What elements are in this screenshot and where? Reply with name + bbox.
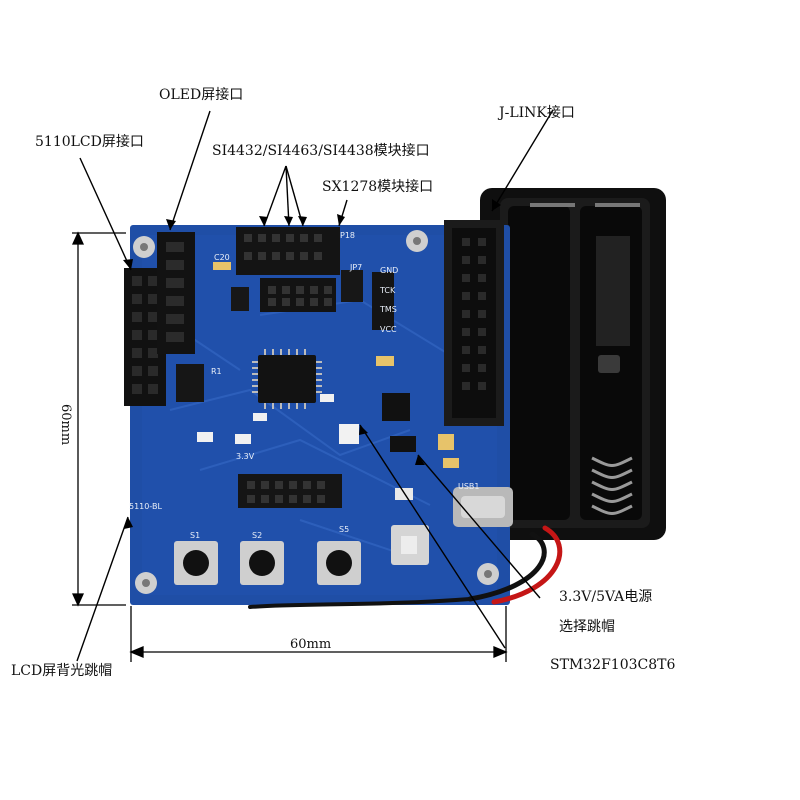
oled-header	[157, 232, 195, 354]
lcd5110-label: 5110LCD屏接口	[35, 134, 144, 150]
mcu-chip	[252, 349, 322, 409]
small-components	[176, 262, 459, 500]
silk-usb: USB1	[458, 482, 480, 491]
annotation-arrowheads	[123, 199, 501, 529]
silk-p18: P18	[340, 231, 355, 240]
silk-tms: TMS	[379, 305, 397, 314]
si-module-header	[236, 227, 340, 275]
jlink-label: J-LINK接口	[499, 105, 575, 121]
tactile-buttons	[174, 541, 361, 585]
dimension-lines	[71, 231, 508, 662]
width-dimension-label: 60mm	[290, 637, 332, 652]
silk-r1: R1	[211, 367, 222, 376]
power-jumper-label-line1: 3.3V/5VA电源	[559, 589, 653, 605]
silk-5110: 5110-BL	[129, 502, 162, 511]
battery-holder	[480, 188, 666, 540]
si-module-label: SI4432/SI4463/SI4438模块接口	[212, 143, 430, 159]
silkscreen: GND TCK TMS VCC 5110-BL S1 S2 S5 USB1 3.…	[129, 231, 480, 540]
jlink-header	[444, 220, 504, 426]
power-jumper-label-line2: 选择跳帽	[559, 619, 615, 635]
silk-gnd: GND	[380, 266, 398, 275]
oled-label: OLED屏接口	[159, 87, 244, 103]
switch-usb	[391, 487, 513, 565]
annotation-lines	[76, 109, 554, 662]
backlight-jumper-label: LCD屏背光跳帽	[11, 663, 113, 679]
gpio-header	[238, 474, 342, 508]
silk-c20: C20	[214, 253, 230, 262]
silk-s1: S1	[190, 531, 200, 540]
silk-vcc: VCC	[380, 325, 397, 334]
silk-s2: S2	[252, 531, 262, 540]
sx1278-label: SX1278模块接口	[322, 179, 434, 195]
sx1278-header	[260, 270, 363, 312]
battery-wires	[248, 525, 563, 609]
silk-s5: S5	[339, 525, 349, 534]
silk-tck: TCK	[379, 286, 396, 295]
silk-jp7: JP7	[349, 263, 362, 272]
mcu-label: STM32F103C8T6	[550, 657, 676, 673]
silk-33v: 3.3V	[236, 452, 255, 461]
height-dimension-label: 60mm	[58, 404, 73, 446]
